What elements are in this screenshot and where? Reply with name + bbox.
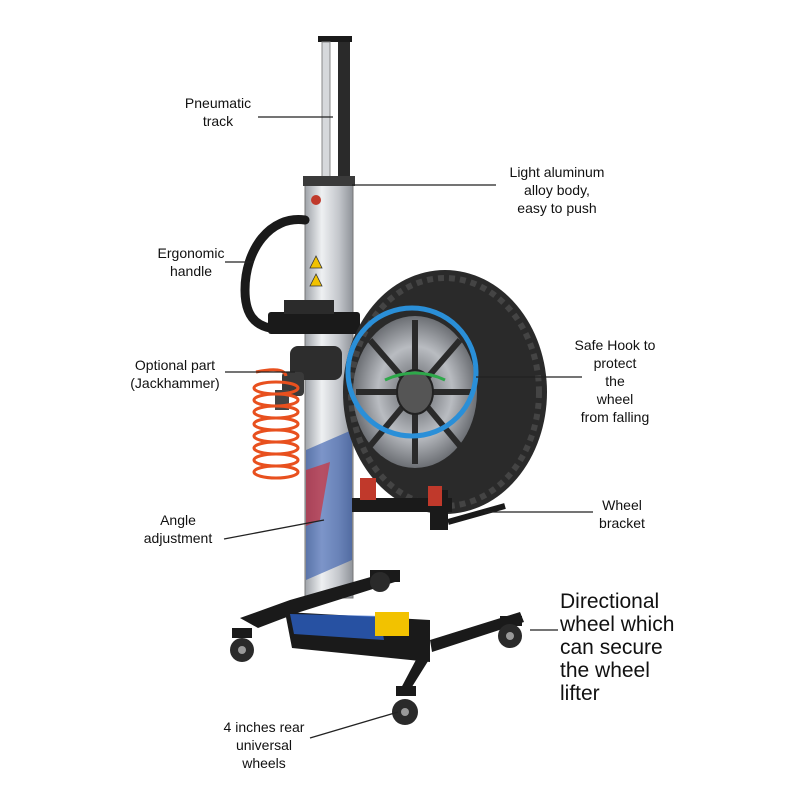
brand-logo-icon	[311, 195, 321, 205]
ergonomic-handle	[240, 215, 310, 333]
rear-caster	[392, 686, 418, 725]
safe-hook-strap	[384, 371, 446, 382]
label-pneumatic-track: Pneumatic track	[184, 95, 252, 129]
wheel-assembly	[343, 270, 547, 514]
label-optional-part: Optional part (Jackhammer)	[130, 357, 220, 391]
warning-sticker-icon	[309, 273, 323, 287]
tool-tray	[268, 300, 360, 334]
label-aluminum-body: Light aluminum alloy body, easy to push	[509, 164, 605, 216]
label-rear-wheels: 4 inches rear universal wheels	[223, 719, 305, 771]
label-angle-adjustment: Angle adjustment	[143, 512, 213, 546]
air-hose	[252, 368, 300, 480]
front-caster	[370, 572, 390, 592]
warning-sticker-icon	[309, 255, 323, 269]
label-ergonomic-handle: Ergonomic handle	[157, 245, 225, 279]
pneumatic-track	[318, 36, 352, 183]
label-wheel-bracket: Wheel bracket	[599, 497, 645, 531]
rear-caster	[230, 628, 254, 662]
directional-caster	[498, 616, 522, 648]
wheel-bracket	[352, 478, 506, 530]
label-safe-hook: Safe Hook to protect the wheel from fall…	[574, 337, 656, 425]
leader-line-angle-adjustment	[223, 519, 325, 540]
label-directional-wheel: Directional wheel which can secure the w…	[560, 590, 675, 705]
safe-hook-highlight-circle	[345, 305, 479, 439]
base-frame	[240, 570, 524, 690]
leader-line-rear-wheels	[309, 711, 399, 739]
